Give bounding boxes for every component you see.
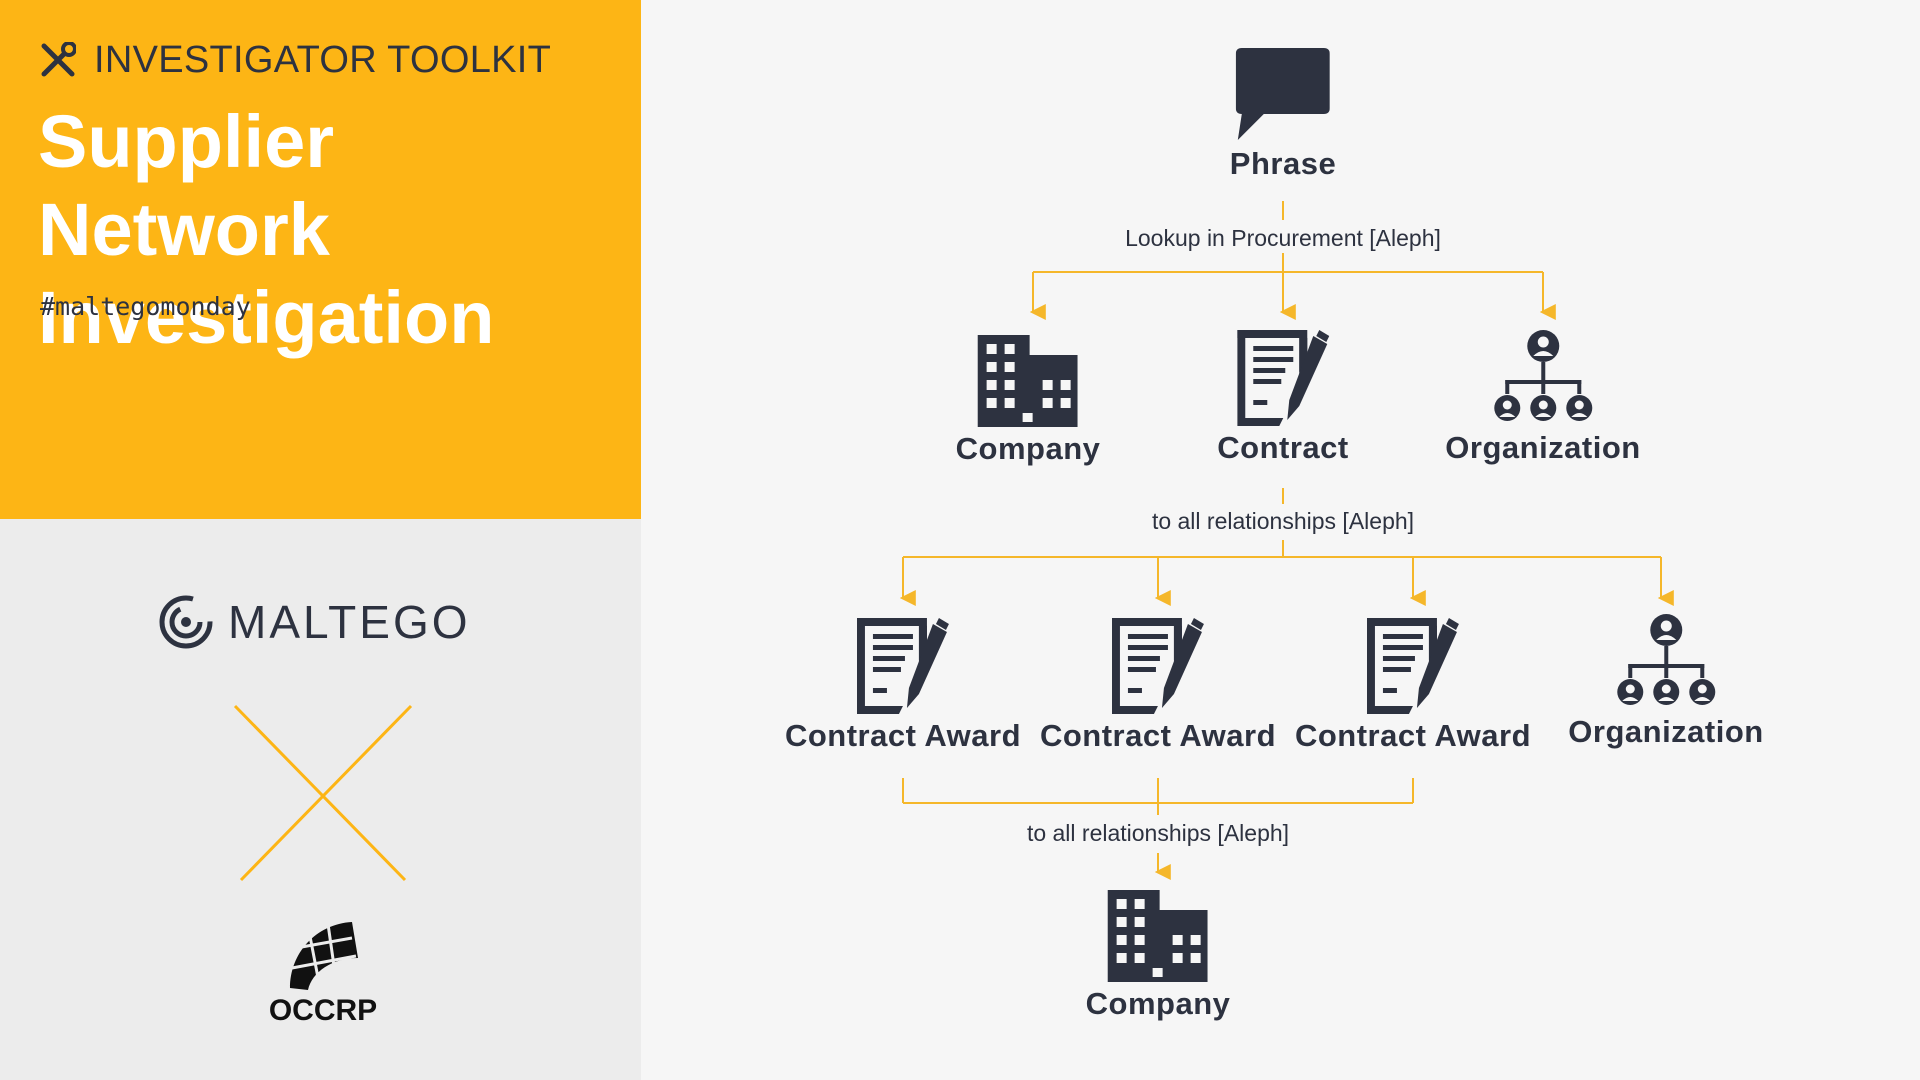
hashtag: #maltegomonday bbox=[40, 292, 251, 321]
tools-icon bbox=[41, 42, 76, 77]
node-award-3[interactable]: Contract Award bbox=[1295, 618, 1531, 754]
occrp-globe-icon bbox=[290, 922, 358, 990]
node-label: Phrase bbox=[1229, 146, 1337, 181]
edge-label-relationships-2: to all relationships [Aleph] bbox=[1022, 820, 1294, 847]
node-label: Contract Award bbox=[1039, 718, 1277, 753]
document-pen-icon bbox=[1237, 330, 1329, 426]
document-pen-icon bbox=[857, 618, 949, 714]
node-award-2[interactable]: Contract Award bbox=[1040, 618, 1276, 754]
node-phrase[interactable]: Phrase bbox=[1230, 48, 1336, 182]
toolkit-heading: INVESTIGATOR TOOLKIT bbox=[40, 36, 551, 84]
header-panel: INVESTIGATOR TOOLKIT Supplier Network In… bbox=[0, 0, 641, 519]
node-label: Organization bbox=[1568, 714, 1764, 749]
node-award-1[interactable]: Contract Award bbox=[785, 618, 1021, 754]
node-label: Contract bbox=[1217, 430, 1349, 465]
document-pen-icon bbox=[1367, 618, 1459, 714]
node-label: Contract Award bbox=[784, 718, 1022, 753]
edge-label-lookup: Lookup in Procurement [Aleph] bbox=[1121, 225, 1445, 252]
node-company-2[interactable]: Company bbox=[1086, 890, 1231, 1022]
node-label: Company bbox=[955, 431, 1101, 466]
node-label: Company bbox=[1085, 986, 1231, 1021]
collaboration-cross-icon bbox=[233, 704, 413, 882]
toolkit-label: INVESTIGATOR TOOLKIT bbox=[94, 38, 552, 81]
node-organization-1[interactable]: Organization bbox=[1445, 330, 1640, 466]
node-contract[interactable]: Contract bbox=[1217, 330, 1348, 466]
occrp-logo: OCCRP bbox=[268, 918, 378, 1028]
node-organization-2[interactable]: Organization bbox=[1568, 614, 1763, 750]
node-label: Organization bbox=[1445, 430, 1641, 465]
document-pen-icon bbox=[1112, 618, 1204, 714]
maltego-logo: MALTEGO bbox=[158, 592, 471, 652]
org-chart-icon bbox=[1616, 614, 1716, 710]
page-title: Supplier Network Investigation bbox=[38, 100, 495, 359]
edge-label-relationships-1: to all relationships [Aleph] bbox=[1147, 508, 1419, 535]
org-chart-icon bbox=[1493, 330, 1593, 426]
speech-bubble-icon bbox=[1236, 48, 1330, 140]
maltego-wordmark: MALTEGO bbox=[228, 596, 471, 648]
maltego-mark-icon bbox=[159, 595, 213, 649]
node-label: Contract Award bbox=[1294, 718, 1532, 753]
diagram-panel bbox=[641, 0, 1920, 1080]
building-icon bbox=[1108, 890, 1208, 982]
node-company-1[interactable]: Company bbox=[956, 335, 1101, 467]
occrp-wordmark: OCCRP bbox=[268, 994, 378, 1027]
building-icon bbox=[978, 335, 1078, 427]
